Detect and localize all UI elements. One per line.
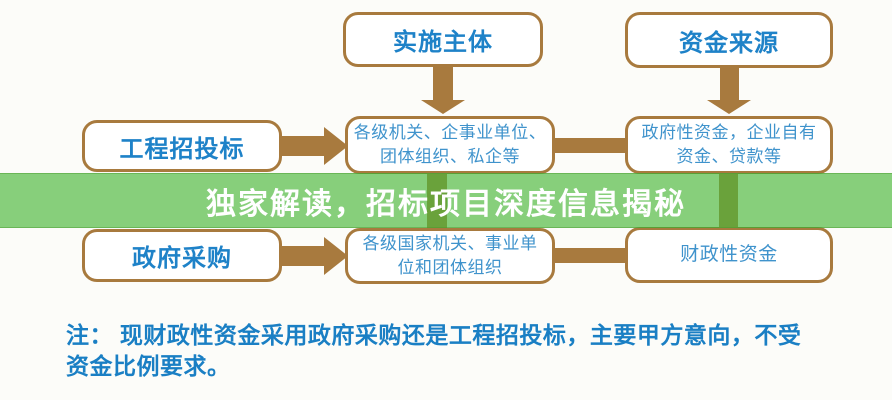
row1-connector-line (550, 138, 630, 153)
fiscal-funds-box-label: 财政性资金 (680, 244, 778, 265)
bidders-box: 各级机关、企事业单位、 团体组织、私企等 (345, 116, 555, 174)
procurement-right-arrow-head (324, 237, 348, 275)
bidding-right-arrow-head (324, 127, 348, 165)
procurement-entities-box-line-2: 位和团体组织 (397, 258, 503, 277)
implementer-down-arrow-head (421, 100, 465, 114)
bidders-box-label: 各级机关、企事业单位、 团体组织、私企等 (354, 121, 547, 169)
procurement-right-arrow-shaft (281, 246, 325, 266)
funding-source-box: 资金来源 (625, 12, 833, 68)
bidding-right-arrow-shaft (281, 136, 325, 156)
bidders-box-line-2: 团体组织、私企等 (380, 147, 520, 166)
implementer-down-arrow-shaft (433, 65, 453, 101)
procurement-entities-box-label: 各级国家机关、事业单 位和团体组织 (363, 232, 538, 280)
government-procurement-box: 政府采购 (82, 229, 282, 282)
funding-types-box: 政府性资金，企业自有 资金、贷款等 (625, 116, 833, 174)
headline-banner: 独家解读，招标项目深度信息揭秘 (0, 173, 892, 228)
procurement-entities-box-line-1: 各级国家机关、事业单 (362, 234, 538, 253)
footnote: 注： 现财政性资金采用政府采购还是工程招投标，主要甲方意向，不受 资金比例要求。 (66, 320, 856, 382)
row2-connector-line (550, 248, 630, 263)
bidders-box-line-1: 各级机关、企事业单位、 (353, 123, 547, 142)
footnote-line-1: 注： 现财政性资金采用政府采购还是工程招投标，主要甲方意向，不受 (66, 322, 802, 348)
funding-down-arrow-head (707, 100, 751, 114)
project-bidding-box: 工程招投标 (82, 120, 282, 172)
funding-types-box-line-1: 政府性资金，企业自有 (641, 123, 817, 142)
implementer-box: 实施主体 (343, 12, 543, 67)
fiscal-funds-box: 财政性资金 (625, 227, 833, 283)
project-bidding-box-label: 工程招投标 (119, 135, 245, 163)
procurement-entities-box: 各级国家机关、事业单 位和团体组织 (345, 228, 555, 284)
footnote-line-2: 资金比例要求。 (66, 353, 231, 379)
funding-down-arrow-shaft (720, 66, 739, 101)
funding-types-box-line-2: 资金、贷款等 (676, 147, 782, 166)
government-procurement-box-label: 政府采购 (132, 245, 232, 272)
funding-types-box-label: 政府性资金，企业自有 资金、贷款等 (642, 121, 817, 169)
implementer-box-label: 实施主体 (393, 29, 493, 56)
funding-source-box-label: 资金来源 (679, 29, 779, 57)
headline-text: 独家解读，招标项目深度信息揭秘 (206, 187, 686, 221)
